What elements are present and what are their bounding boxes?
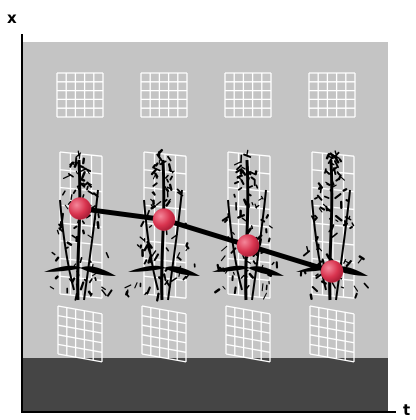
ball-marker (68, 197, 92, 220)
ball-marker (152, 208, 176, 231)
window-grid-top (140, 72, 188, 118)
plant-silhouette (124, 148, 200, 302)
plant-silhouette (44, 150, 116, 301)
window-grid-bottom (141, 305, 187, 363)
trajectory-line (77, 206, 335, 274)
window-grid-bottom (309, 305, 355, 363)
scene-floor (22, 358, 388, 412)
window-grid-bottom (57, 305, 103, 363)
ball-marker (236, 234, 260, 257)
window-grid-top (224, 72, 272, 118)
window-grid-bottom (225, 305, 271, 363)
x-axis-label: t (403, 401, 410, 419)
window-grid-top (56, 72, 104, 118)
frame-2 (124, 72, 200, 363)
ball-marker (320, 260, 344, 283)
balls-layer (68, 197, 344, 283)
window-grid-top (308, 72, 356, 118)
frame-1 (44, 72, 116, 363)
y-axis-label: x (7, 9, 17, 27)
